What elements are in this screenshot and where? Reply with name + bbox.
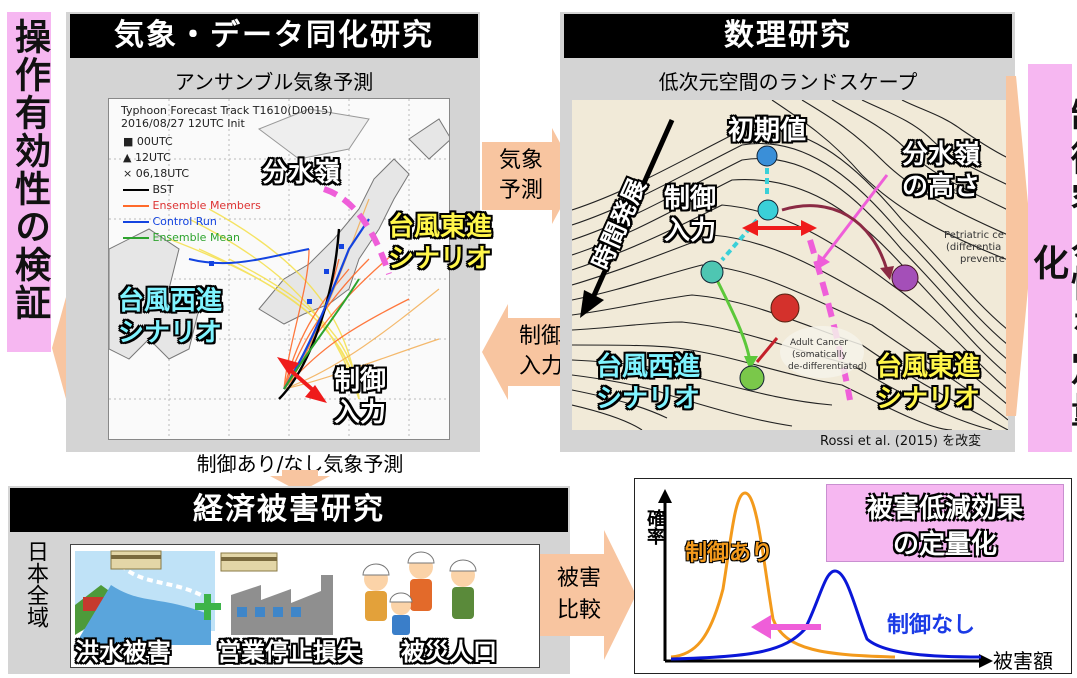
math-west-1: 台風西進 xyxy=(596,352,701,382)
weather-control-2: 入力 xyxy=(334,398,387,428)
petriatric-label-3: prevente xyxy=(960,254,1005,265)
weather-west-scenario-1: 台風西進 xyxy=(118,286,223,316)
forecast-arrow-label-1: 気象 xyxy=(498,148,543,173)
math-watershed-1: 分水嶺 xyxy=(902,140,981,170)
damage-compare-label-1: 被害 xyxy=(556,566,601,591)
without-control-label: 制御なし xyxy=(887,613,976,638)
damage-illustration: 洪水被害 営業停止損失 被災人口 xyxy=(70,544,540,668)
ease-arrow xyxy=(1006,76,1032,416)
math-control-1: 制御 xyxy=(664,184,717,214)
initial-value-label: 初期値 xyxy=(728,116,807,146)
weather-control-1: 制御 xyxy=(334,366,387,396)
petriatric-label-1: Petriatric ce xyxy=(944,230,1004,241)
math-control-2: 入力 xyxy=(664,216,717,246)
economic-side-label: 日本全域 xyxy=(23,540,48,628)
control-arrow xyxy=(482,304,578,400)
weather-east-scenario-1: 台風東進 xyxy=(388,212,493,242)
business-loss-label: 営業停止損失 xyxy=(217,638,361,666)
forecast-map-drawing xyxy=(109,99,449,439)
effect-ylabel: 確率 xyxy=(644,509,665,545)
legend-ensemble-members: Ensemble Members xyxy=(123,199,261,212)
weather-header: 気象・データ同化研究 xyxy=(70,14,478,58)
effect-chart xyxy=(658,489,993,668)
effect-title-1: 被害低減効果 xyxy=(866,494,1023,524)
right-side-label-text: 制御容易性を定量化 xyxy=(1027,97,1077,433)
math-east-2: シナリオ xyxy=(876,384,981,414)
adult-cancer-label-3: de-differentiated) xyxy=(788,362,868,372)
map-title: Typhoon Forecast Track T1610(D0015) xyxy=(121,104,333,117)
effect-title-2: の定量化 xyxy=(892,530,997,560)
effect-title-box xyxy=(826,484,1064,562)
weather-west-scenario-2: シナリオ xyxy=(118,318,223,348)
landscape-credit: Rossi et al. (2015) を改変 xyxy=(820,434,982,449)
legend-control-run: Control Run xyxy=(123,215,217,228)
forecast-arrow-label-2: 予測 xyxy=(498,178,543,203)
forecast-map: Typhoon Forecast Track T1610(D0015) 2016… xyxy=(108,98,450,440)
adult-cancer-label-1: Adult Cancer xyxy=(790,338,848,348)
math-subtitle: 低次元空間のランドスケープ xyxy=(658,70,918,94)
damage-compare-label-2: 比較 xyxy=(556,598,601,623)
damage-illustration-drawing xyxy=(75,550,477,645)
adult-cancer-label-2: (somatically xyxy=(792,350,847,360)
damage-compare-arrow xyxy=(540,530,636,660)
forecast-arrow xyxy=(482,128,578,224)
math-watershed-2: の高さ xyxy=(902,172,981,202)
landscape-drawing xyxy=(572,100,1008,430)
math-west-2: シナリオ xyxy=(596,384,701,414)
legend-00utc: ■ 00UTC xyxy=(123,135,173,148)
weather-east-scenario-2: シナリオ xyxy=(388,244,493,274)
weather-watershed-label: 分水嶺 xyxy=(262,158,341,188)
legend-12utc: ▲ 12UTC xyxy=(123,151,171,164)
effect-xlabel: 被害額 xyxy=(993,649,1053,673)
economic-header: 経済被害研究 xyxy=(10,488,568,532)
legend-ensemble-mean: Ensemble Mean xyxy=(123,231,240,244)
left-side-label-text: 操作有効性の検証 xyxy=(9,18,50,322)
map-subtitle: 2016/08/27 12UTC Init xyxy=(121,117,245,130)
control-arrow-label-2: 入力 xyxy=(518,354,563,379)
math-header: 数理研究 xyxy=(564,14,1012,58)
down-arrow xyxy=(270,470,330,492)
legend-0618utc: × 06,18UTC xyxy=(123,167,190,180)
stem-cell-label: (Stem cell) xyxy=(914,186,969,197)
right-side-label: 制御容易性を定量化 xyxy=(1027,64,1077,452)
petriatric-label-2: (differentia xyxy=(946,242,1002,253)
flood-damage-label: 洪水被害 xyxy=(75,638,171,666)
weather-subtitle: アンサンブル気象予測 xyxy=(174,70,374,94)
control-arrow-label-1: 制御 xyxy=(518,324,563,349)
math-east-1: 台風東進 xyxy=(876,352,981,382)
victims-label: 被災人口 xyxy=(401,638,497,666)
legend-bst: BST xyxy=(123,183,174,196)
landscape-image: (Stem cell) Petriatric ce (differentia p… xyxy=(572,100,1008,430)
with-control-label: 制御あり xyxy=(685,541,774,566)
left-side-label: 操作有効性の検証 xyxy=(7,12,51,352)
